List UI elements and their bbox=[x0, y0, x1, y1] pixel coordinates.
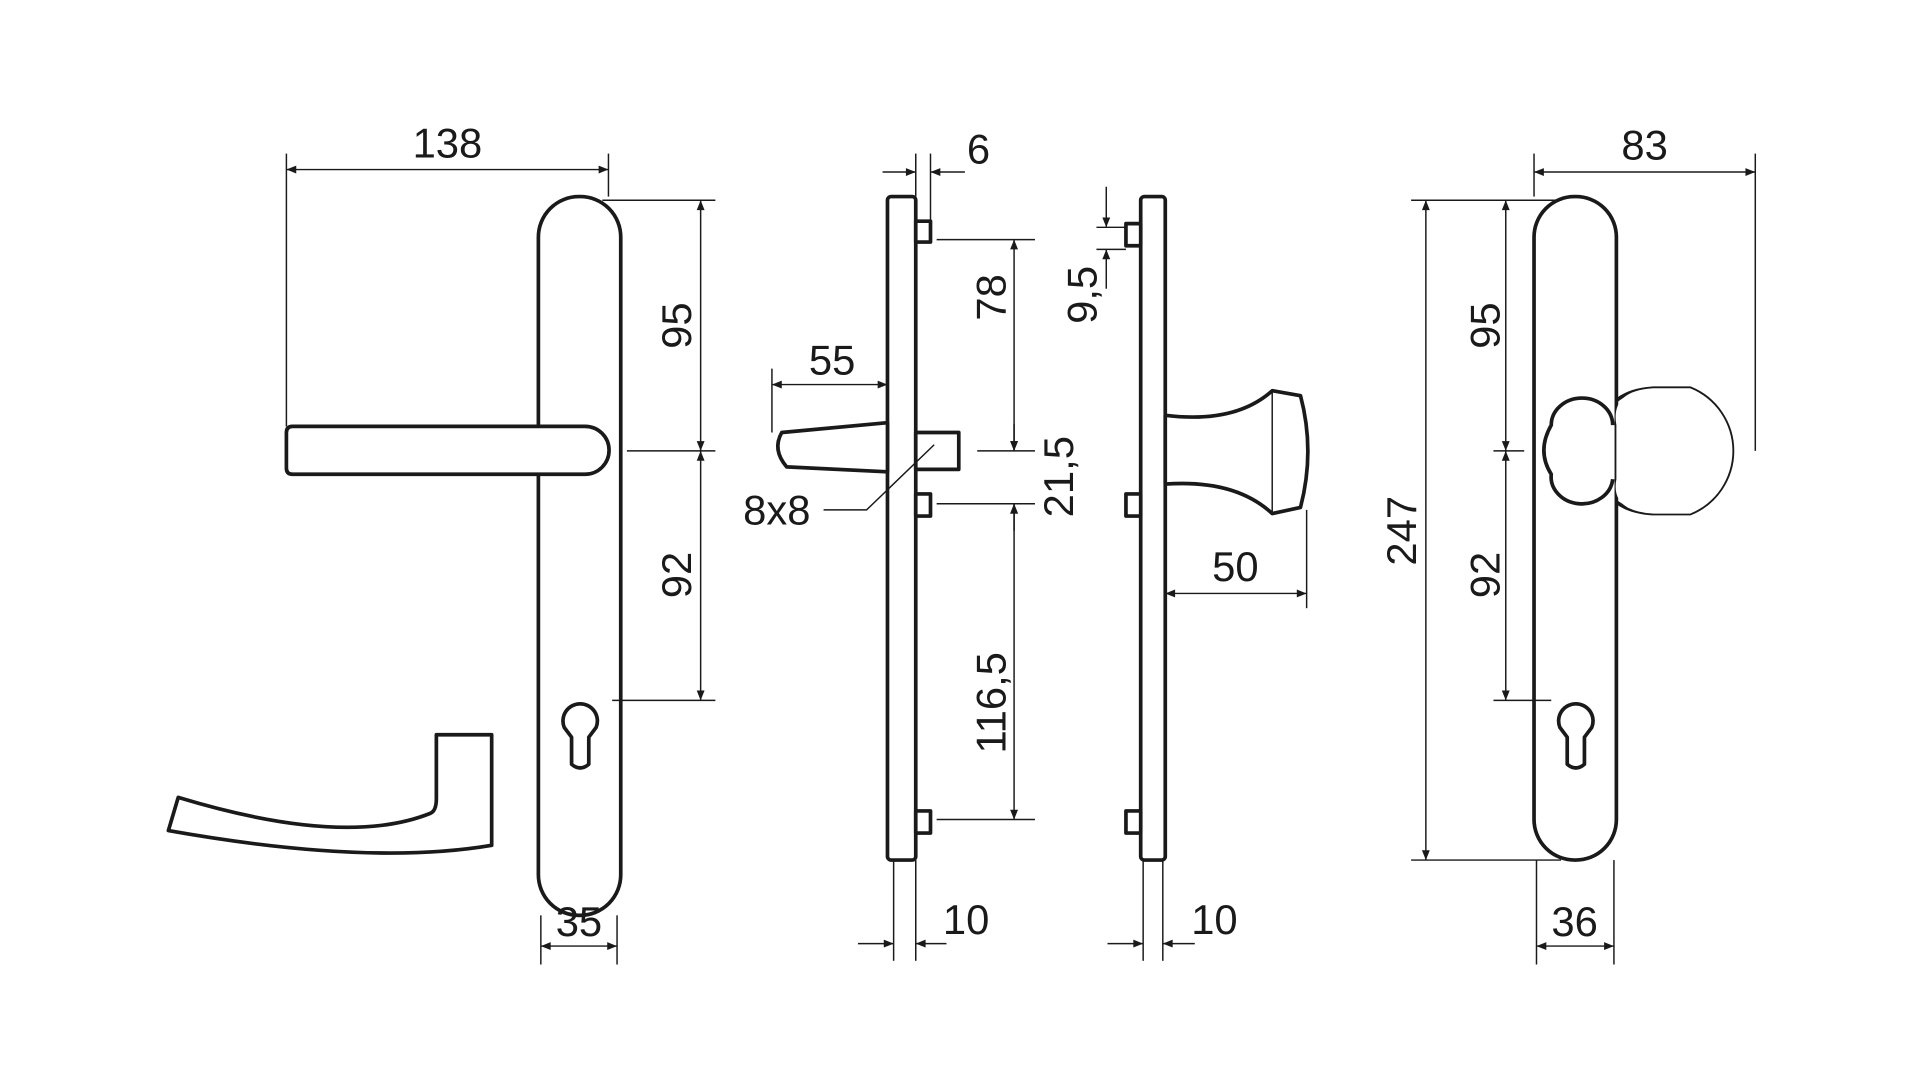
lever-front-view: 138 95 92 35 bbox=[166, 119, 716, 965]
dim-95-left: 95 bbox=[653, 302, 700, 348]
dim-21-5: 21,5 bbox=[1035, 436, 1082, 517]
keyhole-left bbox=[561, 701, 600, 770]
dim-9-5: 9,5 bbox=[1058, 266, 1105, 324]
keyhole-right bbox=[1556, 701, 1595, 770]
dim-78: 78 bbox=[967, 274, 1014, 320]
knob-profile bbox=[1163, 388, 1310, 516]
lever-side-view: 55 8x8 6 78 21,5 116,5 10 bbox=[743, 125, 1082, 961]
backplate-left bbox=[536, 194, 623, 918]
lever-handle bbox=[284, 424, 611, 477]
knob-front-view: 83 247 95 92 36 bbox=[1378, 122, 1757, 965]
dim-138: 138 bbox=[413, 119, 483, 166]
dim-6: 6 bbox=[967, 125, 990, 172]
dim-83: 83 bbox=[1621, 122, 1667, 169]
dim-10-a: 10 bbox=[943, 896, 989, 943]
backplate-side-a bbox=[885, 194, 918, 862]
dim-35: 35 bbox=[556, 898, 602, 945]
dim-36: 36 bbox=[1551, 898, 1597, 945]
backplate-side-b bbox=[1138, 194, 1168, 862]
dim-247: 247 bbox=[1378, 496, 1425, 566]
dim-50: 50 bbox=[1212, 543, 1258, 590]
dim-55: 55 bbox=[809, 337, 855, 384]
lever-side-profile bbox=[166, 732, 494, 855]
lever-stub bbox=[776, 420, 890, 474]
dim-116-5: 116,5 bbox=[967, 652, 1014, 753]
dim-8x8: 8x8 bbox=[743, 487, 810, 534]
dim-10-b: 10 bbox=[1191, 896, 1237, 943]
knob-neck bbox=[1542, 396, 1615, 506]
knob-side-view: 9,5 50 10 bbox=[1058, 186, 1310, 961]
dim-92-right: 92 bbox=[1462, 552, 1509, 598]
dim-92-left: 92 bbox=[653, 552, 700, 598]
spindle bbox=[913, 430, 961, 472]
dim-95-right: 95 bbox=[1462, 302, 1509, 348]
backplate-right bbox=[1532, 194, 1619, 862]
